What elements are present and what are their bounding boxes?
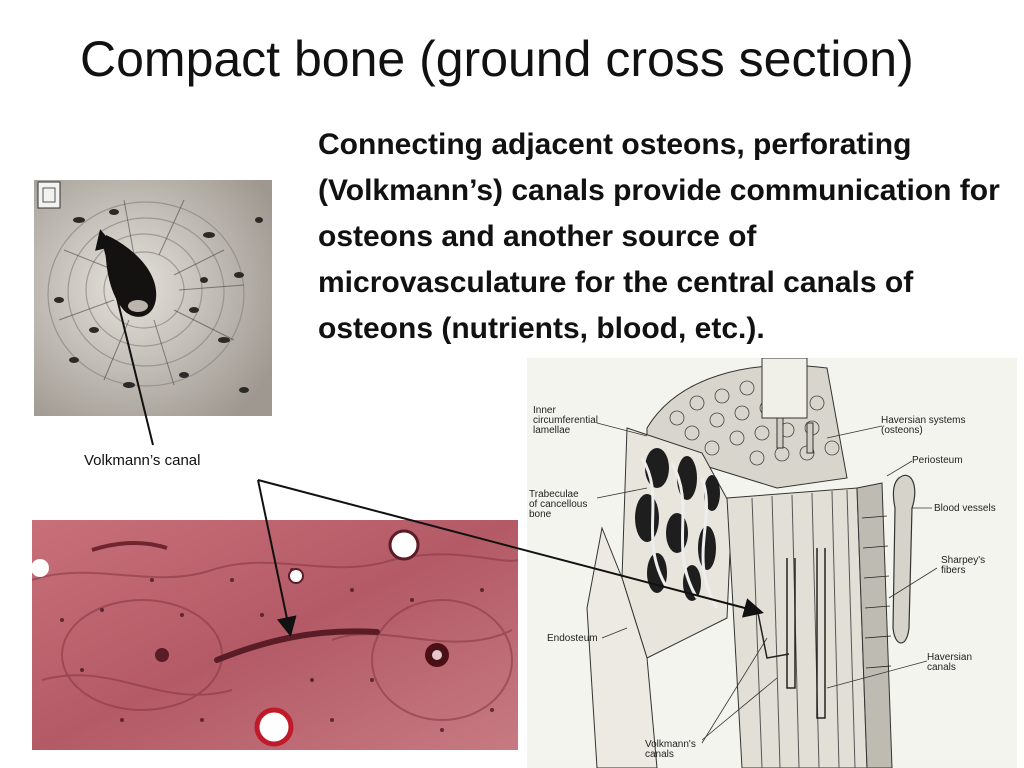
label-periosteum: Periosteum	[912, 455, 963, 466]
stained-section-micrograph	[32, 520, 518, 750]
label-endosteum: Endosteum	[547, 633, 598, 644]
label-blood-vessels: Blood vessels	[934, 503, 996, 514]
bone-structure-diagram: Inner circumferential lamellae Haversian…	[527, 358, 1017, 768]
label-trabeculae: Trabeculae of cancellous bone	[529, 489, 588, 520]
label-volkmanns-canals: Volkmann's canals	[645, 739, 696, 760]
slide-title: Compact bone (ground cross section)	[80, 31, 914, 87]
label-haversian-systems: Haversian systems (osteons)	[881, 415, 966, 436]
label-sharpeys-fibers: Sharpey's fibers	[941, 555, 986, 576]
ground-section-micrograph	[34, 180, 272, 416]
label-inner-circumferential-lamellae: Inner circumferential lamellae	[533, 405, 599, 436]
volkmanns-canal-caption: Volkmann’s canal	[84, 452, 201, 469]
slide-body-text: Connecting adjacent osteons, perforating…	[318, 128, 1000, 345]
label-haversian-canals: Haversian canals	[927, 652, 973, 673]
